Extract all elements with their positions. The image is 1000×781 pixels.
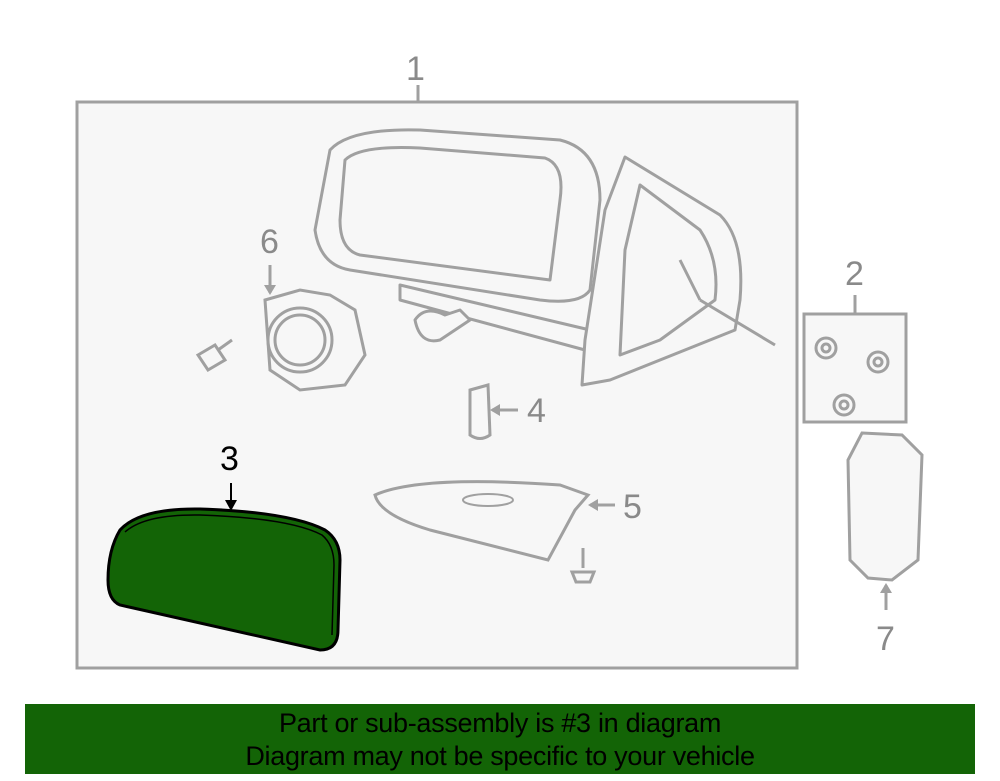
callout-1[interactable]: 1 xyxy=(406,50,425,88)
part-5-cover xyxy=(373,480,591,562)
mirror-housing xyxy=(313,128,776,387)
callout-3[interactable]: 3 xyxy=(220,440,239,478)
info-banner: Part or sub-assembly is #3 in diagram Di… xyxy=(25,704,975,774)
part-7-pad xyxy=(846,431,924,582)
part-4-clip xyxy=(468,383,492,440)
callout-2[interactable]: 2 xyxy=(845,255,864,293)
callout-5[interactable]: 5 xyxy=(623,488,642,526)
screw-2 xyxy=(569,548,597,584)
banner-line-2: Diagram may not be specific to your vehi… xyxy=(245,741,755,771)
screw xyxy=(195,338,233,373)
nuts xyxy=(814,336,890,417)
callout-6[interactable]: 6 xyxy=(260,223,279,261)
banner-line-1: Part or sub-assembly is #3 in diagram xyxy=(278,708,722,738)
callout-7[interactable]: 7 xyxy=(876,620,895,658)
callout-4[interactable]: 4 xyxy=(527,392,546,430)
mirror-motor xyxy=(263,288,367,392)
part-3-mirror-glass[interactable] xyxy=(106,507,342,652)
